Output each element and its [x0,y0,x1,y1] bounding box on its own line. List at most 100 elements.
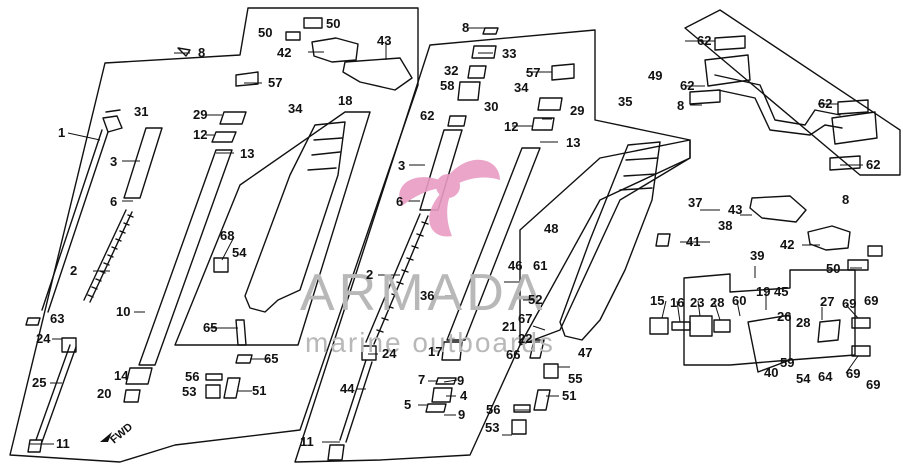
callout: 49 [648,68,662,83]
washer-63 [25,317,41,326]
fork-rod-1 [41,129,109,313]
callout: 62 [680,78,694,93]
part-11b [327,444,345,461]
callout: 11 [56,436,70,451]
part-7 [435,377,457,385]
seal-12 [211,131,237,143]
callout: 11 [300,434,314,449]
callout: 50 [826,261,840,276]
part-11-left [27,439,43,453]
callout: 66 [506,347,520,362]
callout: 31 [134,104,148,119]
propeller-logo-icon [399,159,500,237]
clamp-42b [807,225,851,251]
callout: 62 [697,33,711,48]
callout: 65 [203,320,217,335]
callout: 29 [193,107,207,122]
bolt-51 [223,377,241,399]
callout: 18 [338,93,352,108]
ring-62a [714,35,746,51]
callout: 60 [732,293,746,308]
callout: 28 [796,315,810,330]
callout: 9 [457,373,464,388]
callout: 46 [508,258,522,273]
spring-2 [83,209,133,303]
part-24b [361,345,377,361]
callout: 8 [462,20,469,35]
callout: 62 [420,108,434,123]
callout: 6 [396,194,403,209]
slider-body [244,121,346,313]
clip-8 [177,47,191,57]
piston-27 [817,319,841,343]
part-4 [431,387,453,403]
callout: 57 [268,75,282,90]
callout: 65 [264,351,278,366]
callout: 50 [326,16,340,31]
spring-2b [365,213,429,345]
callout: 67 [518,311,532,326]
callout: 4 [460,388,468,403]
callout: 12 [504,119,518,134]
callout: 62 [866,157,880,172]
watermark-brand: ARMADA [300,264,546,322]
callout: 34 [514,80,529,95]
callout: 24 [382,346,397,361]
callout: 25 [32,375,46,390]
callout: 13 [566,135,580,150]
cap-57 [235,71,259,87]
callout: 43 [728,202,742,217]
callout: 23 [690,295,704,310]
callout: 58 [440,78,454,93]
callout: 51 [252,383,266,398]
callout: 6 [110,194,117,209]
callout: 62 [818,96,832,111]
watermark: ARMADA marine outboards [300,159,553,358]
callout: 59 [780,355,794,370]
slider-body-right [559,141,661,341]
callout: 33 [502,46,516,61]
callout: 45 [774,284,788,299]
part-55 [543,363,559,379]
callout: 35 [618,94,632,109]
brace-group-49 [684,9,901,176]
callout: 55 [568,371,582,386]
callout: 1 [58,125,65,140]
part-8-center [482,27,499,35]
callout: 28 [710,295,724,310]
callout: 64 [818,369,833,384]
callout: 21 [502,319,516,334]
ring-62d [829,155,861,171]
callout-labels: 1 2 3 6 8 10 11 12 13 14 20 24 25 29 31 … [32,16,880,451]
fwd-arrow-icon [100,432,112,452]
callout: 9 [458,407,465,422]
callout: 43 [377,33,391,48]
callout: 24 [36,331,51,346]
brace-arm [714,74,843,136]
part-24-left [61,337,77,353]
callout: 42 [277,45,291,60]
callout: 51 [562,388,576,403]
outer-tube-36 [446,147,541,341]
part-17 [441,341,463,361]
bolt-69a [851,317,871,329]
washer-65b [235,354,253,364]
leader-lines [30,27,863,445]
callout: 12 [193,127,207,142]
rod-44 [339,359,373,443]
nut-53 [205,384,221,399]
seal-29 [219,111,247,125]
slider-dust-boot [307,137,343,171]
callout: 69 [842,296,856,311]
callout: 38 [718,218,732,233]
callout: 69 [846,366,860,381]
fork-cap-31 [102,109,123,133]
callout: 53 [485,420,499,435]
seal-62 [447,115,467,127]
pad-23 [689,315,713,337]
callout: 54 [232,245,247,260]
callout: 56 [185,369,199,384]
callout: 40 [764,365,778,380]
